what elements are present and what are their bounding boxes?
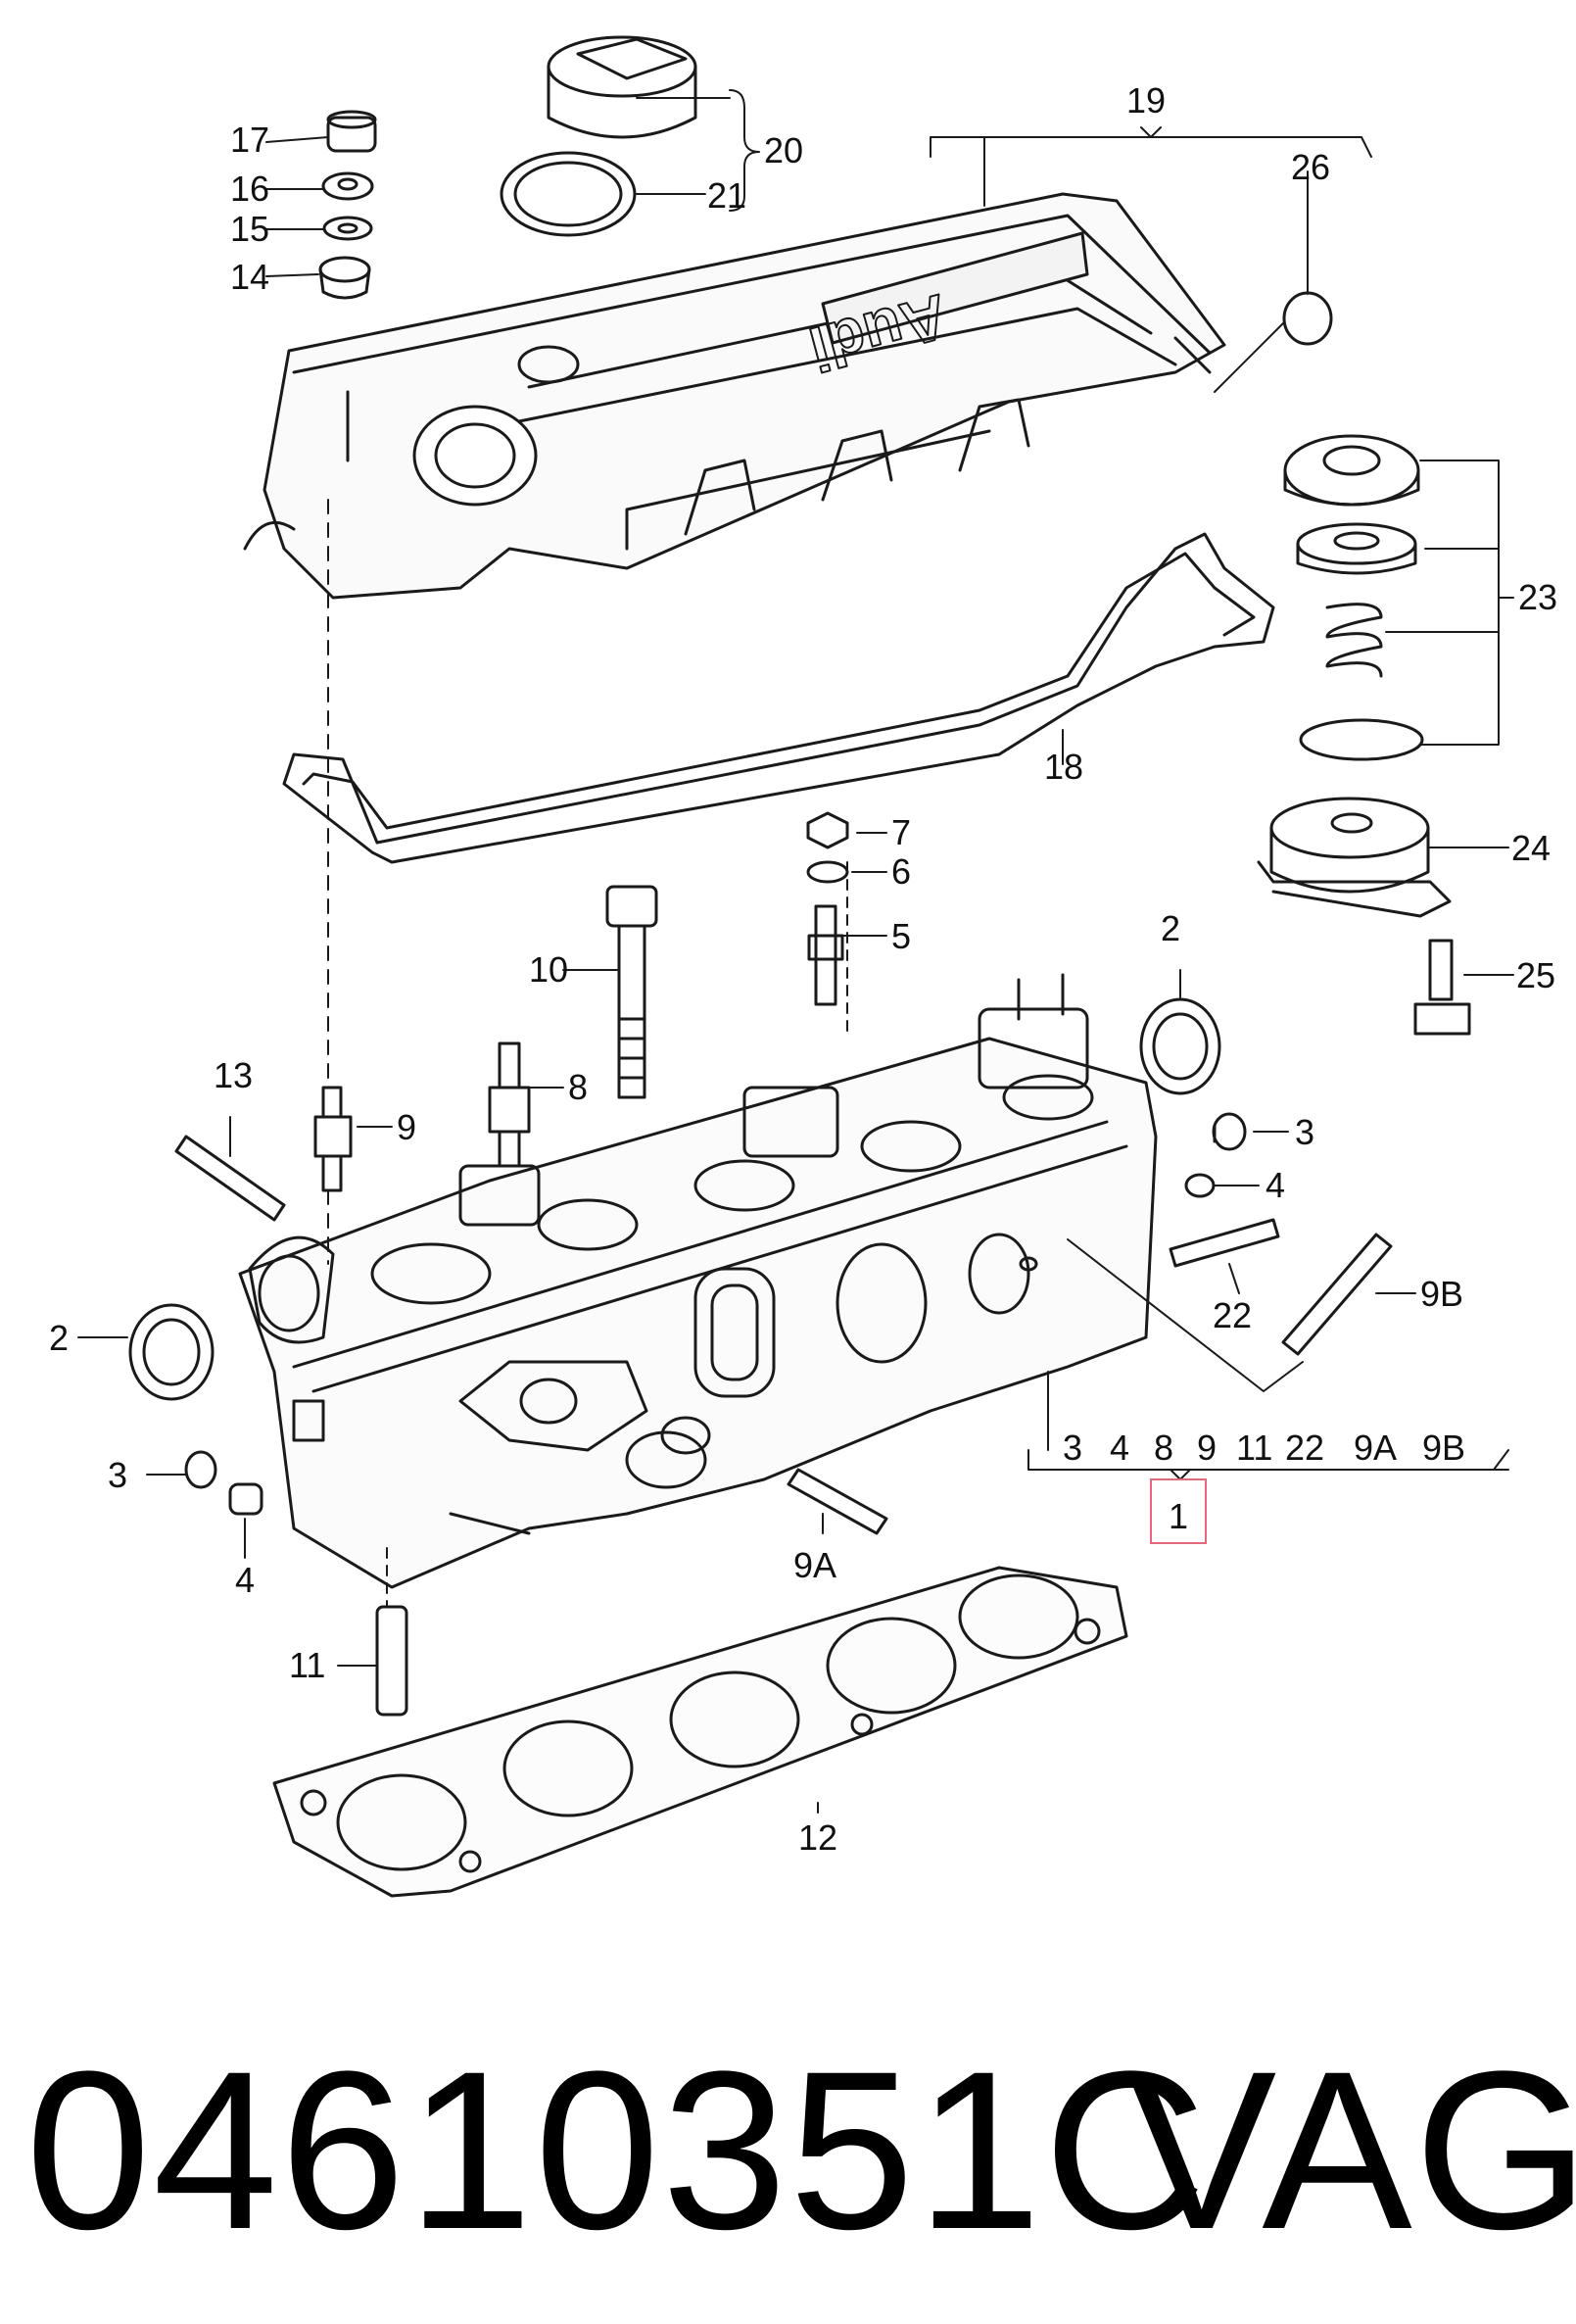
callout-25: 25 [1516, 955, 1555, 995]
callout-14: 14 [230, 257, 269, 297]
filler-seal [500, 151, 637, 237]
callout-6: 6 [891, 851, 911, 892]
stud-8 [488, 1041, 531, 1168]
valve-guide-11 [375, 1605, 408, 1717]
audi-logo: Audi [801, 231, 1089, 386]
callout-13: 13 [214, 1055, 253, 1095]
stud-13 [174, 1135, 286, 1222]
callout-10: 10 [529, 949, 568, 990]
oil-seal-left [128, 1303, 215, 1401]
callout-19: 19 [1126, 80, 1166, 121]
callout-23: 23 [1518, 577, 1557, 617]
callout-15: 15 [230, 209, 269, 249]
callout-3-left: 3 [108, 1455, 127, 1495]
spring-seat [1296, 522, 1417, 575]
washer-6 [806, 860, 849, 884]
callout-4-left: 4 [235, 1560, 255, 1600]
callout-24: 24 [1511, 828, 1551, 868]
callout-9: 9 [397, 1107, 416, 1147]
plug-3-left [184, 1450, 217, 1489]
assembly-list: 3 4 8 9 11 22 9A 9B [1063, 1428, 1465, 1468]
plug-4-right [1184, 1173, 1216, 1198]
callout-5: 5 [891, 916, 911, 956]
stud-5 [807, 904, 844, 1006]
oil-separator-cap [1283, 434, 1420, 507]
assembly-item: 3 [1063, 1428, 1082, 1468]
head-bolt-10 [605, 885, 658, 1099]
oil-seal-right [1139, 997, 1221, 1095]
stud-9b [1281, 1233, 1393, 1356]
stud-22 [1169, 1218, 1280, 1268]
callout-8: 8 [568, 1067, 588, 1107]
assembly-item: 11 [1236, 1428, 1272, 1468]
valve-housing [1257, 797, 1452, 918]
assembly-item: 9A [1354, 1428, 1397, 1468]
assembly-item: 9B [1422, 1428, 1465, 1468]
callout-2-left: 2 [49, 1318, 69, 1358]
stud-9 [313, 1086, 353, 1192]
cap-nut [326, 110, 377, 153]
breather-cap [1282, 291, 1333, 346]
callout-17: 17 [230, 120, 269, 160]
callout-3-right: 3 [1295, 1112, 1314, 1152]
callout-26: 26 [1291, 147, 1330, 187]
callout-22: 22 [1213, 1295, 1252, 1335]
stud-9a [787, 1468, 888, 1535]
plug-3-right [1212, 1112, 1247, 1151]
highlight-box [1150, 1478, 1207, 1544]
nut-7 [806, 811, 849, 849]
assembly-item: 8 [1154, 1428, 1173, 1468]
head-gasket [272, 1566, 1128, 1898]
callout-21: 21 [707, 175, 746, 216]
callout-1: 1 [1169, 1496, 1188, 1536]
callout-7: 7 [891, 812, 911, 852]
grommet [318, 256, 371, 300]
callout-labels: 17 16 15 14 20 21 19 26 23 18 24 25 7 6 … [49, 80, 1557, 1858]
brand-name: VAG [1126, 2024, 1576, 2276]
callout-4-right: 4 [1266, 1165, 1285, 1205]
part-number: 04610351C [25, 2024, 1209, 2276]
callout-18: 18 [1044, 747, 1083, 787]
leader-lines [77, 89, 1514, 1814]
o-ring [1299, 718, 1424, 761]
callout-16: 16 [230, 169, 269, 209]
callout-20: 20 [764, 130, 803, 170]
cylinder-head [238, 973, 1158, 1589]
callout-11: 11 [289, 1645, 325, 1685]
assembly-item: 22 [1285, 1428, 1324, 1468]
coil-spring [1325, 603, 1383, 678]
assembly-item: 9 [1197, 1428, 1217, 1468]
exploded-parts-diagram: Audi [49, 35, 1557, 1898]
washer [322, 216, 373, 241]
callout-12: 12 [798, 1817, 837, 1858]
plug-4-left [228, 1482, 263, 1516]
filler-cap [547, 35, 697, 139]
assembly-item: 4 [1110, 1428, 1129, 1468]
nut [321, 171, 374, 201]
callout-2-right: 2 [1161, 908, 1180, 948]
callout-9b: 9B [1420, 1274, 1463, 1314]
valve-cover-gasket [282, 532, 1275, 864]
callout-9a: 9A [793, 1545, 836, 1585]
bolt-25 [1413, 939, 1471, 1036]
